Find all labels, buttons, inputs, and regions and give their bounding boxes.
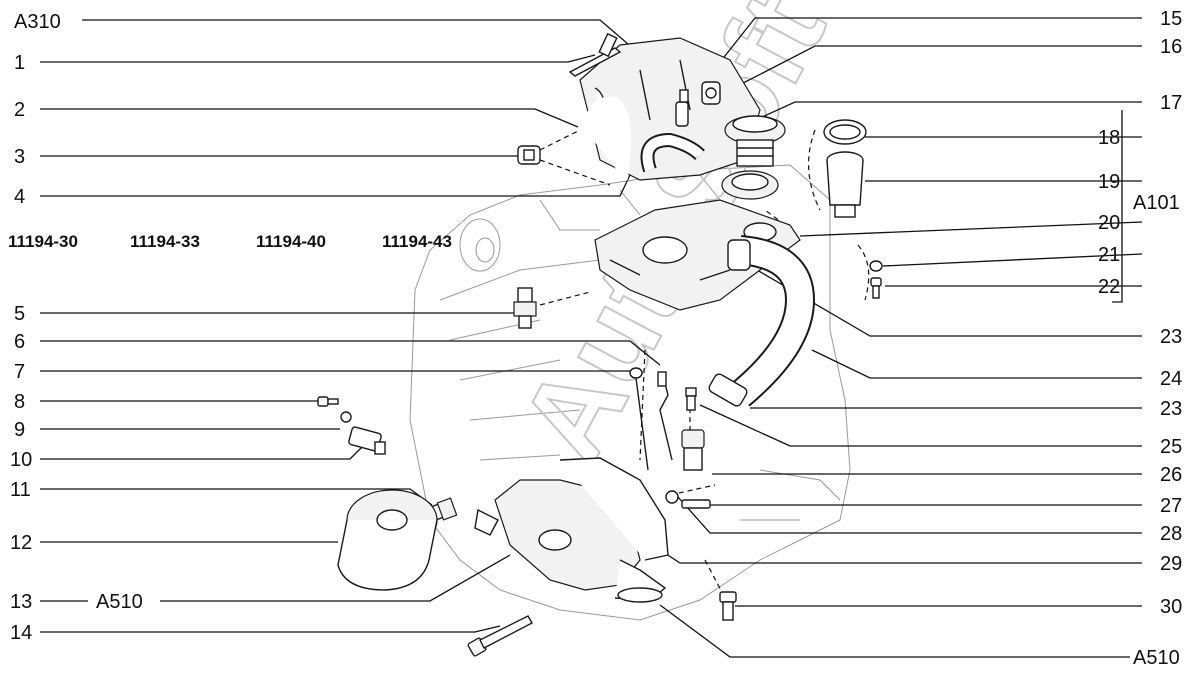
callout-4: 4 [14,186,25,208]
callout-21: 21 [1098,244,1120,266]
callout-11: 11 [10,479,31,501]
hose-4 [640,132,705,173]
callout-8: 8 [14,391,25,413]
washer-28 [665,490,679,504]
callout-26: 26 [1160,464,1182,486]
callout-A101: A101 [1133,192,1180,214]
hose-24 [730,235,816,407]
callout-22: 22 [1098,276,1120,298]
plug-25 [685,387,697,411]
clamp-16 [701,81,721,105]
dipstick-1 [568,32,622,77]
callout-6: 6 [14,331,25,353]
callout-20: 20 [1098,212,1120,234]
callout-18: 18 [1098,127,1120,149]
callout-1: 1 [14,52,25,74]
oil-filler-cap-17 [724,115,786,167]
hose-2 [582,96,631,181]
callout-14: 14 [10,622,32,644]
bolt-27 [681,499,711,509]
bolt-14 [467,615,533,657]
sensor-26 [681,429,705,471]
bolt-22 [870,277,882,299]
callout-23-lower: 23 [1160,398,1182,420]
callout-30: 30 [1160,596,1182,618]
callout-7: 7 [14,361,25,383]
engine-block-outline [409,164,851,621]
bolt-30 [719,591,737,621]
guide-tube-6 [657,371,673,461]
callout-13: 13 [10,591,32,613]
callout-16: 16 [1160,36,1182,58]
clamp-23 [708,239,751,407]
callout-A510-left: A510 [96,591,143,613]
callout-15: 15 [1160,8,1182,30]
sensor-10 [348,426,386,455]
model-code-2: 11194-33 [130,232,200,251]
callout-A510-right: A510 [1133,647,1180,669]
washer-9 [340,411,352,423]
callout-27: 27 [1160,495,1182,517]
model-code-4: 11194-43 [382,232,452,251]
callout-5: 5 [14,303,25,325]
callout-17: 17 [1160,92,1182,114]
callout-2: 2 [14,99,25,121]
washer-21 [869,260,883,272]
callout-28: 28 [1160,523,1182,545]
oil-filter-12 [337,489,438,591]
callout-23-upper: 23 [1160,326,1182,348]
filler-neck-19 [826,151,864,218]
oil-pickup-a510 [614,559,667,603]
clamp-3 [517,145,541,165]
fitting-15 [675,89,689,127]
left-leader-lines [40,19,661,633]
gasket-29 [559,457,669,561]
callout-3: 3 [14,146,25,168]
oil-separator-cover-20 [594,199,801,311]
callout-12: 12 [10,532,32,554]
model-code-1: 11194-30 [8,232,78,251]
model-code-3: 11194-40 [256,232,326,251]
oil-filler-neck-mount [721,170,779,200]
callout-A310: A310 [14,11,61,33]
callout-24: 24 [1160,368,1182,390]
callout-29: 29 [1160,553,1182,575]
callout-19: 19 [1098,171,1120,193]
bolt-8 [317,396,339,407]
callout-9: 9 [14,419,25,441]
sensor-5 [513,287,537,329]
dipstick-7 [629,367,649,471]
callout-10: 10 [10,449,32,471]
seal-ring-18 [823,119,867,145]
callout-25: 25 [1160,436,1182,458]
